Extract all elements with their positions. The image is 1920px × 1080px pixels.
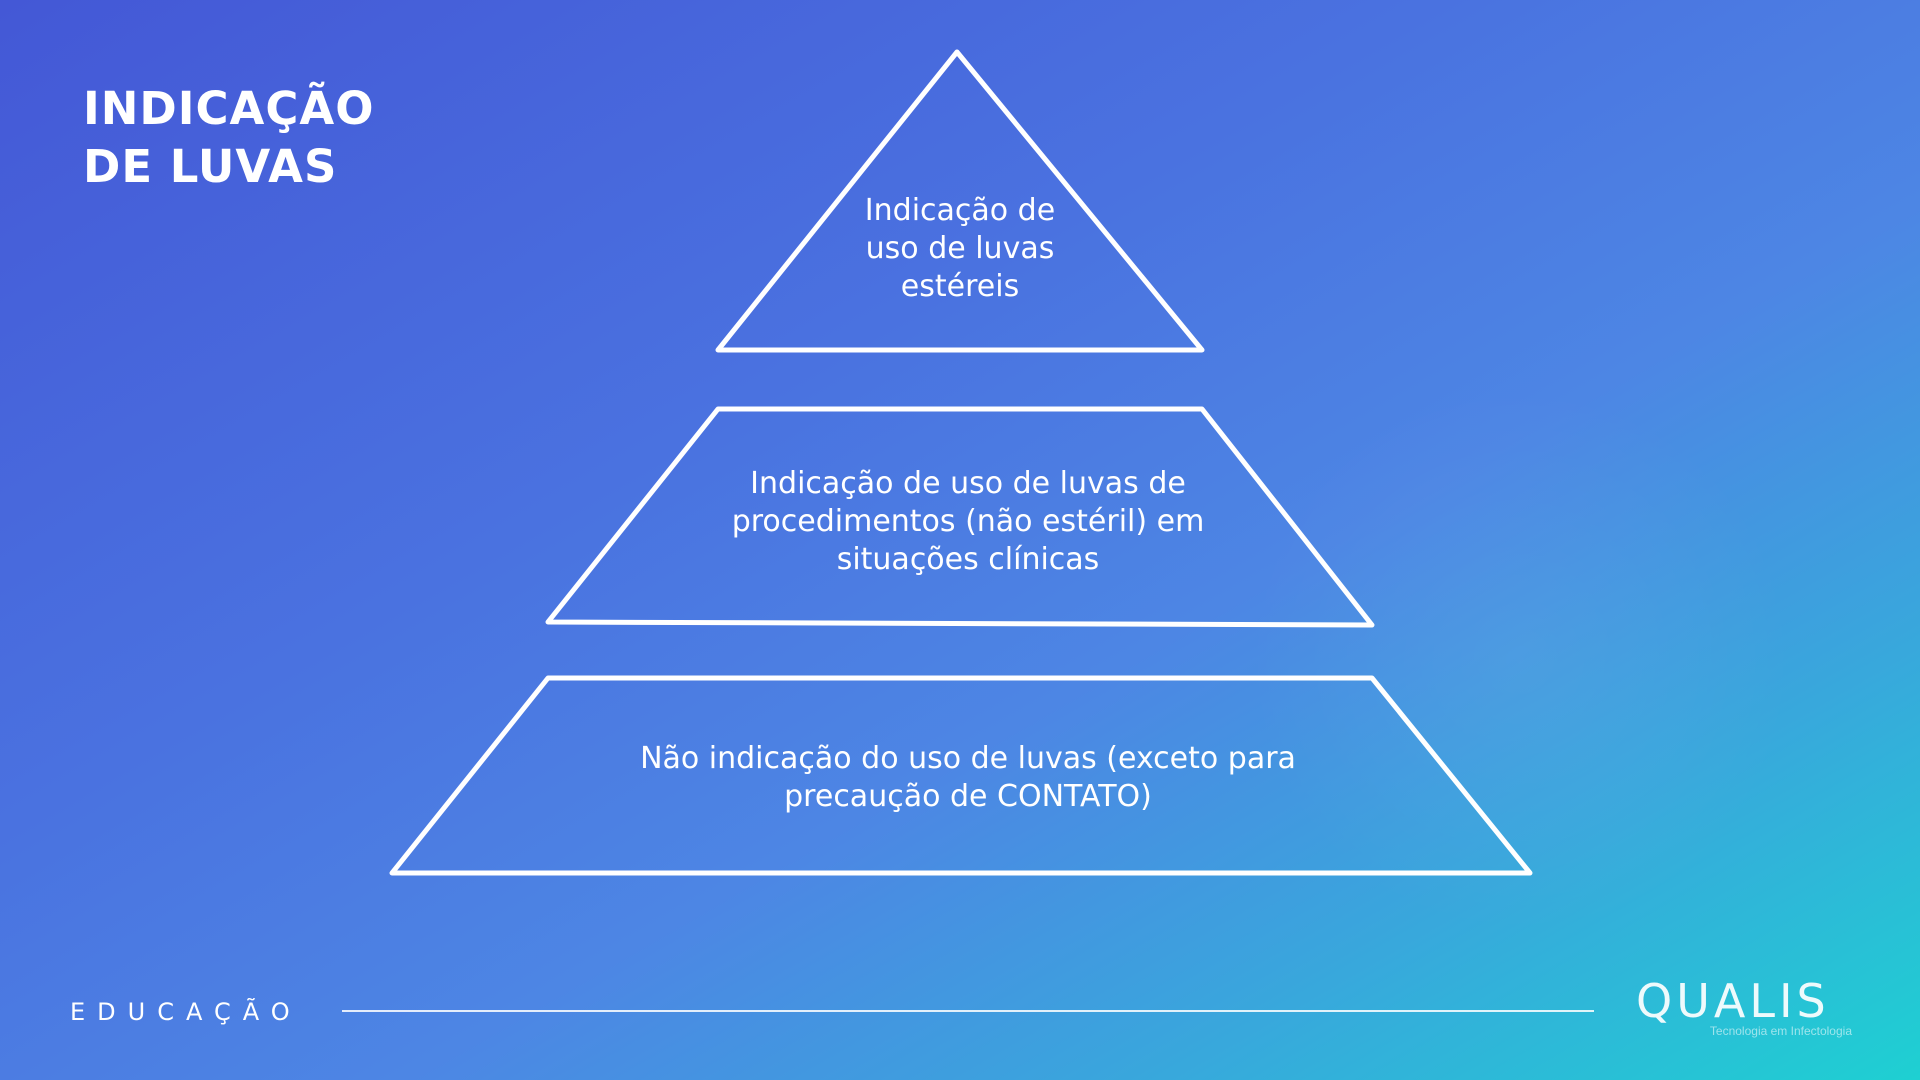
logo-wordmark: QUALIS xyxy=(1636,974,1830,1028)
background-glow xyxy=(1240,380,1800,940)
pyramid-tier-middle xyxy=(545,406,1375,628)
pyramid-tier-bottom xyxy=(389,675,1533,876)
pyramid-tier-top-label: Indicação de uso de luvas estéreis xyxy=(760,192,1160,306)
page-title-line-1: INDICAÇÃO xyxy=(83,82,375,135)
logo-tagline: Tecnologia em Infectologia xyxy=(1709,1024,1852,1038)
tier-top-line-3: estéreis xyxy=(900,269,1020,304)
pyramid-tier-top xyxy=(715,49,1205,353)
page-title: INDICAÇÃO DE LUVAS xyxy=(83,80,374,196)
tier-bottom-line-2: precaução de CONTATO) xyxy=(784,779,1152,814)
tier-middle-line-2: procedimentos (não estéril) em xyxy=(731,504,1205,539)
footer-divider xyxy=(342,1010,1594,1012)
tier-middle-line-1: Indicação de uso de luvas de xyxy=(750,466,1186,501)
pyramid-tier-middle-label: Indicação de uso de luvas de procediment… xyxy=(668,465,1268,579)
qualis-logo: QUALIS Tecnologia em Infectologia xyxy=(1636,976,1856,1042)
tier-top-line-2: uso de luvas xyxy=(865,231,1055,266)
tier-top-line-1: Indicação de xyxy=(864,193,1056,228)
tier-bottom-line-1: Não indicação do uso de luvas (exceto pa… xyxy=(640,741,1296,776)
tier-middle-line-3: situações clínicas xyxy=(836,542,1100,577)
pyramid-tier-bottom-label: Não indicação do uso de luvas (exceto pa… xyxy=(568,740,1368,816)
page-title-line-2: DE LUVAS xyxy=(83,140,338,193)
section-label: EDUCAÇÃO xyxy=(70,998,302,1026)
